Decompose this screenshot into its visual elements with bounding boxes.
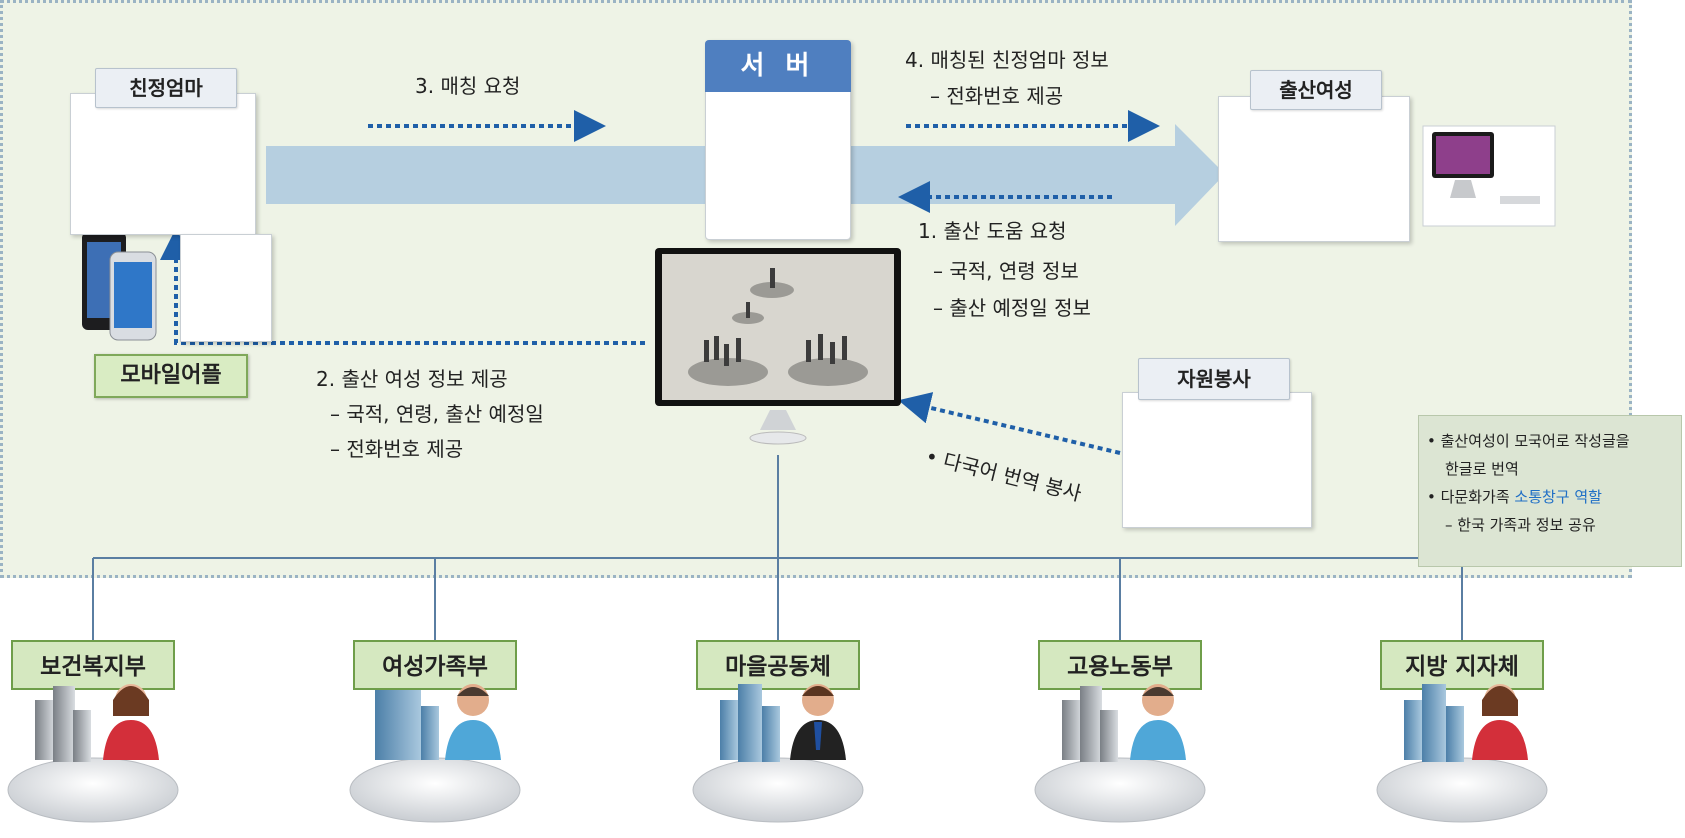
smartphone-icon [82, 232, 157, 341]
volunteer-card [1122, 392, 1312, 528]
tablet-card [180, 234, 272, 342]
org-label-village-community: 마을공동체 [696, 640, 860, 690]
note-line1: • 출산여성이 모국어로 작성글을 [1427, 432, 1630, 450]
step2-sub1: – 국적, 연령, 출산 예정일 [330, 402, 544, 426]
step1-sub1: – 국적, 연령 정보 [933, 259, 1079, 283]
desktop-icon [1422, 125, 1556, 227]
step1-sub2: – 출산 예정일 정보 [933, 296, 1091, 320]
step2-title: 2. 출산 여성 정보 제공 [316, 367, 508, 391]
note-line4: – 한국 가족과 정보 공유 [1445, 516, 1596, 534]
volunteer-label: 자원봉사 [1138, 358, 1290, 400]
step1-title: 1. 출산 도움 요청 [918, 219, 1067, 243]
note-line2: 한글로 번역 [1445, 460, 1519, 478]
arrow-step2 [160, 228, 645, 345]
org-label-local-government: 지방 지자체 [1380, 640, 1544, 690]
org-label-health-welfare: 보건복지부 [11, 640, 175, 690]
woman-card [1218, 96, 1410, 242]
org-label-employment-labor: 고용노동부 [1038, 640, 1202, 690]
monitor-crowd-icon [655, 248, 901, 445]
mother-card [70, 93, 256, 235]
step4-sub: – 전화번호 제공 [930, 84, 1064, 108]
woman-label: 출산여성 [1250, 70, 1382, 110]
note-line3-prefix: • 다문화가족 [1427, 488, 1515, 506]
mobile-app-label: 모바일어플 [94, 354, 248, 398]
org-label-gender-family: 여성가족부 [353, 640, 517, 690]
step3-text: 3. 매칭 요청 [415, 74, 521, 98]
step4-title: 4. 매칭된 친정엄마 정보 [905, 48, 1109, 72]
step2-sub2: – 전화번호 제공 [330, 437, 464, 461]
org-tree-lines [92, 455, 1463, 640]
note-line3-highlight: 소통창구 역할 [1514, 488, 1602, 506]
note-line3: • 다문화가족 소통창구 역할 [1427, 486, 1602, 507]
mother-label: 친정엄마 [95, 68, 237, 108]
volunteer-note: • 출산여성이 모국어로 작성글을 한글로 번역 • 다문화가족 소통창구 역할… [1418, 415, 1682, 567]
server-label: 서 버 [705, 40, 851, 92]
